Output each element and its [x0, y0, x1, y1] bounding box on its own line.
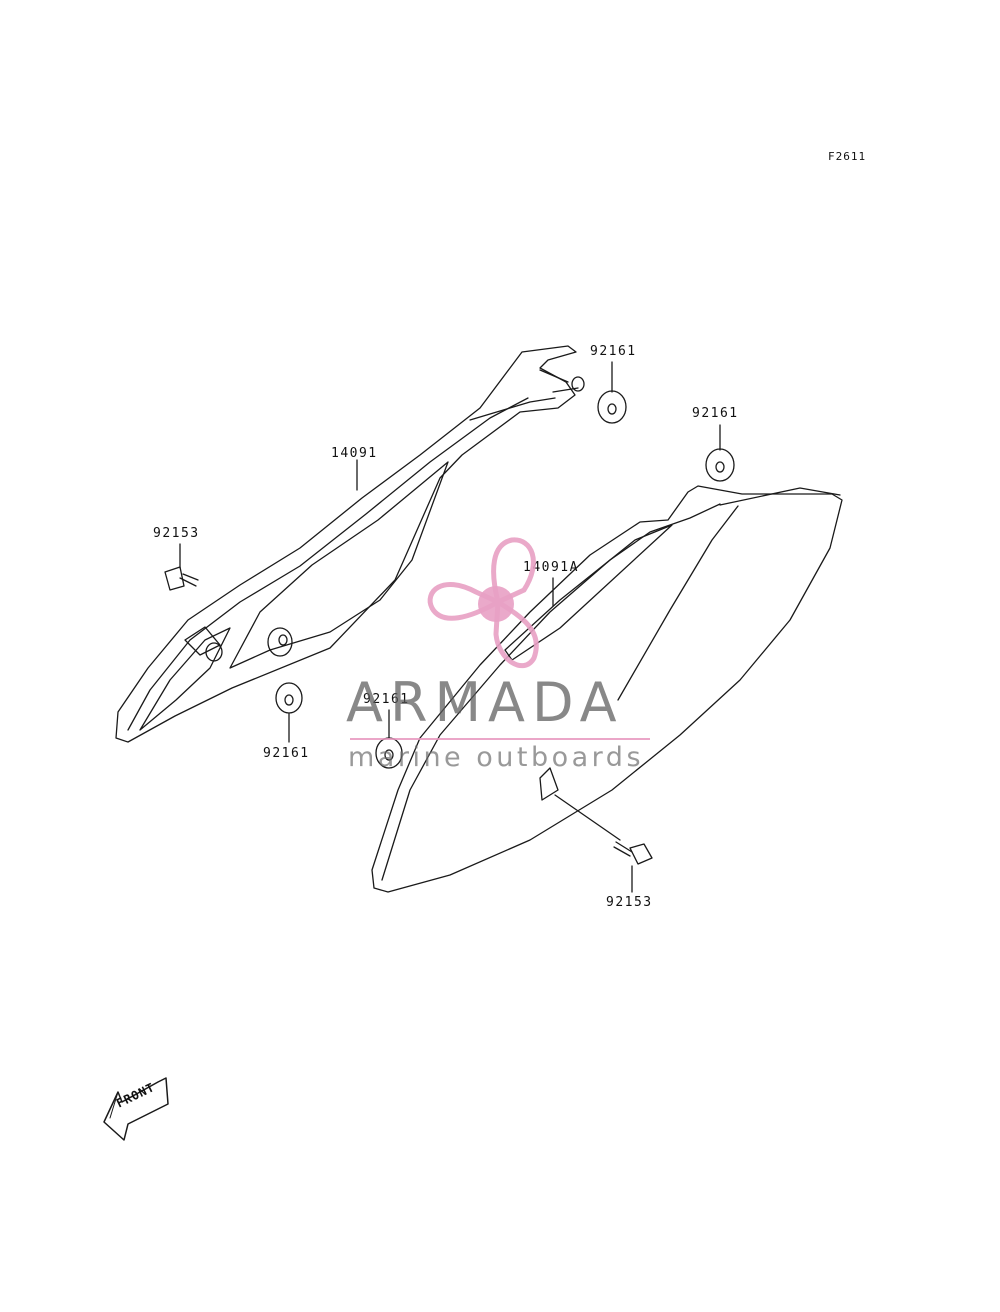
watermark-divider	[350, 738, 650, 740]
left-cover-inner-rim	[127, 397, 529, 731]
peg-bottom-mid	[267, 627, 293, 657]
right-cover-tab	[539, 767, 559, 801]
label-92161-left: 92161	[263, 746, 310, 761]
diagram-code: F2611	[828, 150, 867, 163]
watermark-title: ARMADA	[346, 671, 624, 734]
left-cover-slot-2	[139, 627, 231, 731]
right-side-cover-outline	[371, 485, 843, 893]
left-cover-top-ridge	[469, 397, 556, 421]
label-92161-center: 92161	[363, 692, 410, 707]
leader-bolt-hole	[554, 794, 621, 841]
watermark-subtitle: marine outboards	[348, 742, 645, 773]
left-cover-slot-1	[229, 461, 449, 669]
label-92153-left: 92153	[153, 526, 200, 541]
label-92161-top: 92161	[590, 344, 637, 359]
bolt-left	[164, 566, 199, 591]
propeller-logo-icon	[427, 537, 539, 669]
grommet-3	[275, 682, 303, 714]
bolt-right	[613, 841, 653, 865]
label-92153-bottom: 92153	[606, 895, 653, 910]
right-cover-crease	[617, 505, 739, 701]
front-arrow-outline	[103, 1077, 169, 1141]
right-cover-top-edge	[719, 487, 841, 506]
right-cover-inner-rim	[381, 503, 721, 881]
peg-top	[539, 369, 585, 393]
grommet-1	[597, 390, 627, 424]
peg-bottom-left	[184, 626, 223, 662]
left-side-cover-outline	[115, 345, 577, 743]
label-14091: 14091	[331, 446, 378, 461]
label-14091a: 14091A	[523, 560, 579, 575]
grommet-2	[705, 448, 735, 482]
label-92161-right: 92161	[692, 406, 739, 421]
